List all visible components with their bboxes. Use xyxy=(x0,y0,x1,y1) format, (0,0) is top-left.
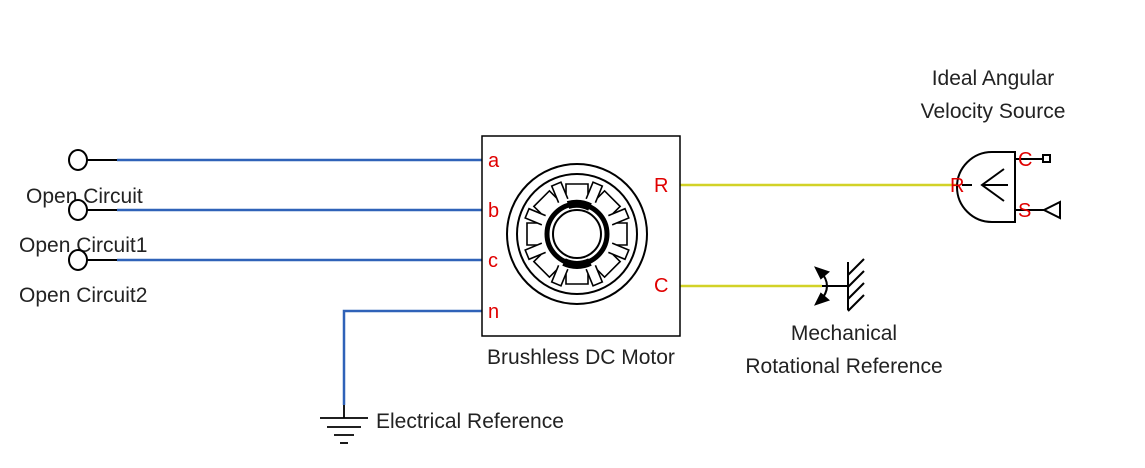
mech-reference-label-line2: Rotational Reference xyxy=(745,355,942,378)
motor-label: Brushless DC Motor xyxy=(487,346,675,369)
bldc-motor-block[interactable]: a b c n R C Brushless DC Motor xyxy=(481,135,681,369)
mech-reference-label-line1: Mechanical xyxy=(791,322,897,345)
open-circuit-block[interactable]: Open Circuit xyxy=(26,149,143,208)
port-a: a xyxy=(488,150,500,172)
vs-port-r: R xyxy=(950,175,964,197)
mechanical-wires xyxy=(680,183,962,288)
velocity-source-block[interactable]: Ideal Angular Velocity Source R C S xyxy=(921,67,1066,223)
vs-port-s: S xyxy=(1018,200,1031,222)
port-c: c xyxy=(488,250,498,272)
open-circuit-icon xyxy=(68,149,117,171)
open-circuit-icon xyxy=(68,199,117,221)
bldc-motor-icon xyxy=(506,163,648,305)
open-circuit2-label: Open Circuit2 xyxy=(19,284,147,307)
electrical-reference-block[interactable]: Electrical Reference xyxy=(320,405,564,444)
vs-port-c: C xyxy=(1018,149,1032,171)
mech-reference-block[interactable]: Mechanical Rotational Reference xyxy=(745,258,943,378)
port-c-mech: C xyxy=(654,275,668,297)
motor-box xyxy=(481,135,681,337)
port-n: n xyxy=(488,301,499,323)
electrical-reference-label: Electrical Reference xyxy=(376,410,564,433)
velocity-source-label-line1: Ideal Angular xyxy=(932,67,1055,90)
ground-icon xyxy=(320,405,368,444)
mechanical-ground-icon xyxy=(814,258,865,312)
open-circuit1-label: Open Circuit1 xyxy=(19,234,147,257)
open-circuit-icon xyxy=(68,249,117,271)
port-r: R xyxy=(654,175,668,197)
wire-n[interactable] xyxy=(342,309,482,405)
velocity-source-label-line2: Velocity Source xyxy=(921,100,1066,123)
velocity-source-icon xyxy=(956,151,1061,223)
open-circuit1-block[interactable]: Open Circuit1 xyxy=(19,199,147,257)
open-circuit2-block[interactable]: Open Circuit2 xyxy=(19,249,147,307)
electrical-wires xyxy=(117,158,482,405)
open-circuit-label: Open Circuit xyxy=(26,185,143,208)
port-b: b xyxy=(488,200,499,222)
